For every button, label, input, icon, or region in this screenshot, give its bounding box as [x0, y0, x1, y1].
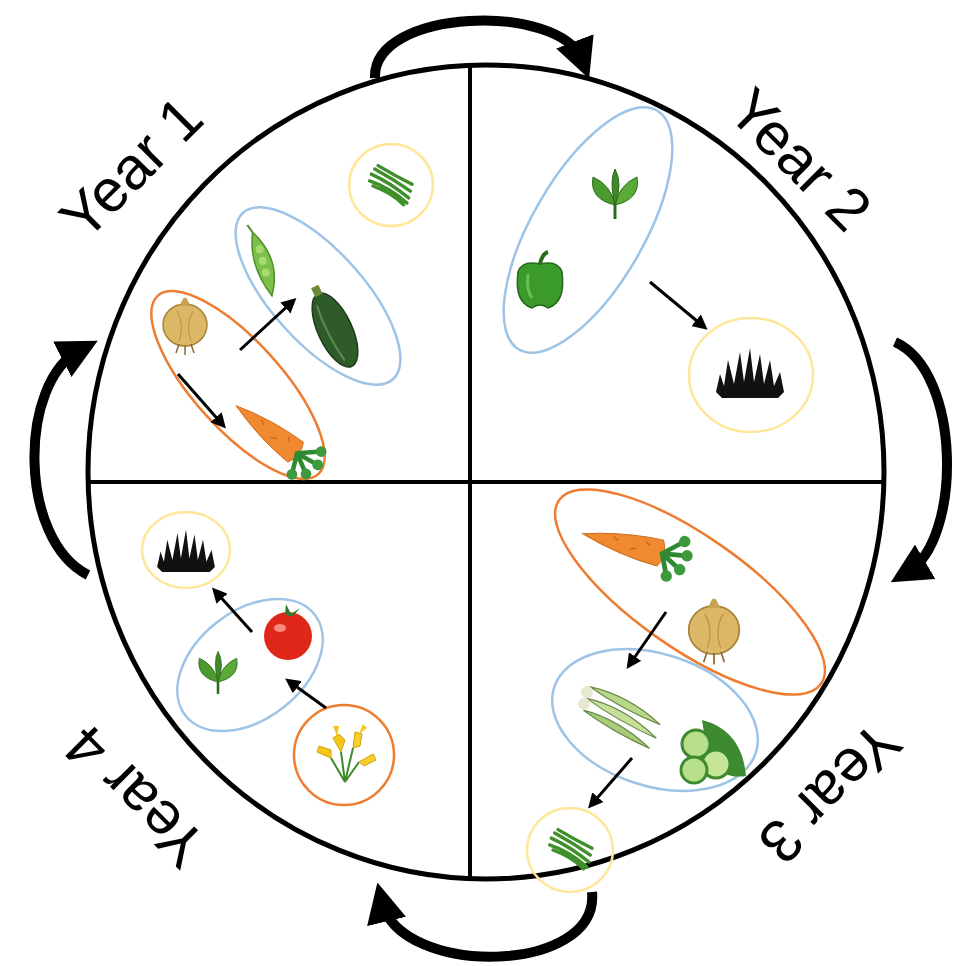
succession-arrow: [178, 374, 222, 424]
crop-icon: [157, 530, 215, 573]
crop-icon: [592, 169, 637, 219]
succession-arrow: [216, 592, 252, 632]
crop-group-ring: [125, 82, 853, 892]
crop-group-ring: [527, 454, 853, 729]
succession-arrow: [592, 758, 632, 804]
rotation-wheel: [468, 65, 472, 879]
crop-icon: [370, 166, 413, 205]
crop-icon: [689, 598, 740, 664]
cycle-arrow: [375, 21, 582, 78]
succession-arrow: [630, 612, 666, 664]
crop-group-ring: [689, 318, 813, 432]
rotation-wheel: [88, 65, 884, 879]
crop-icon: [264, 604, 312, 660]
crop-icon: [571, 681, 666, 749]
crop-icon: [550, 830, 593, 869]
crop-icon: [576, 512, 697, 587]
rotation-wheel: [88, 65, 884, 879]
succession-arrow: [178, 282, 703, 804]
cycle-arrow: [895, 342, 947, 572]
crop-group-ring: [527, 808, 613, 892]
crop-icon: [163, 298, 207, 356]
crop-group-ring: [534, 624, 776, 815]
crop-group-ring: [294, 705, 394, 805]
rotation-wheel: [88, 480, 884, 484]
crop-icon: [317, 724, 376, 782]
cycle-arrow: [34, 21, 947, 957]
crop-icon: [247, 222, 278, 298]
crop-group-ring: [142, 512, 230, 588]
crop-group-ring: [209, 182, 427, 410]
crop-group-ring: [152, 572, 348, 758]
crop-icon: [681, 720, 746, 783]
crop-icon: [199, 651, 237, 694]
crop-icon: [517, 252, 562, 308]
crop-group-ring: [471, 82, 706, 377]
crop-icon: [299, 279, 367, 373]
crop-icon: [157, 166, 784, 869]
succession-arrow: [650, 282, 703, 326]
succession-arrow: [240, 302, 292, 350]
cycle-arrow: [382, 892, 592, 957]
cycle-arrow: [34, 350, 88, 575]
crop-group-ring: [349, 144, 433, 226]
crop-icon: [716, 348, 784, 398]
succession-arrow: [290, 682, 326, 708]
crop-icon: [221, 389, 333, 491]
